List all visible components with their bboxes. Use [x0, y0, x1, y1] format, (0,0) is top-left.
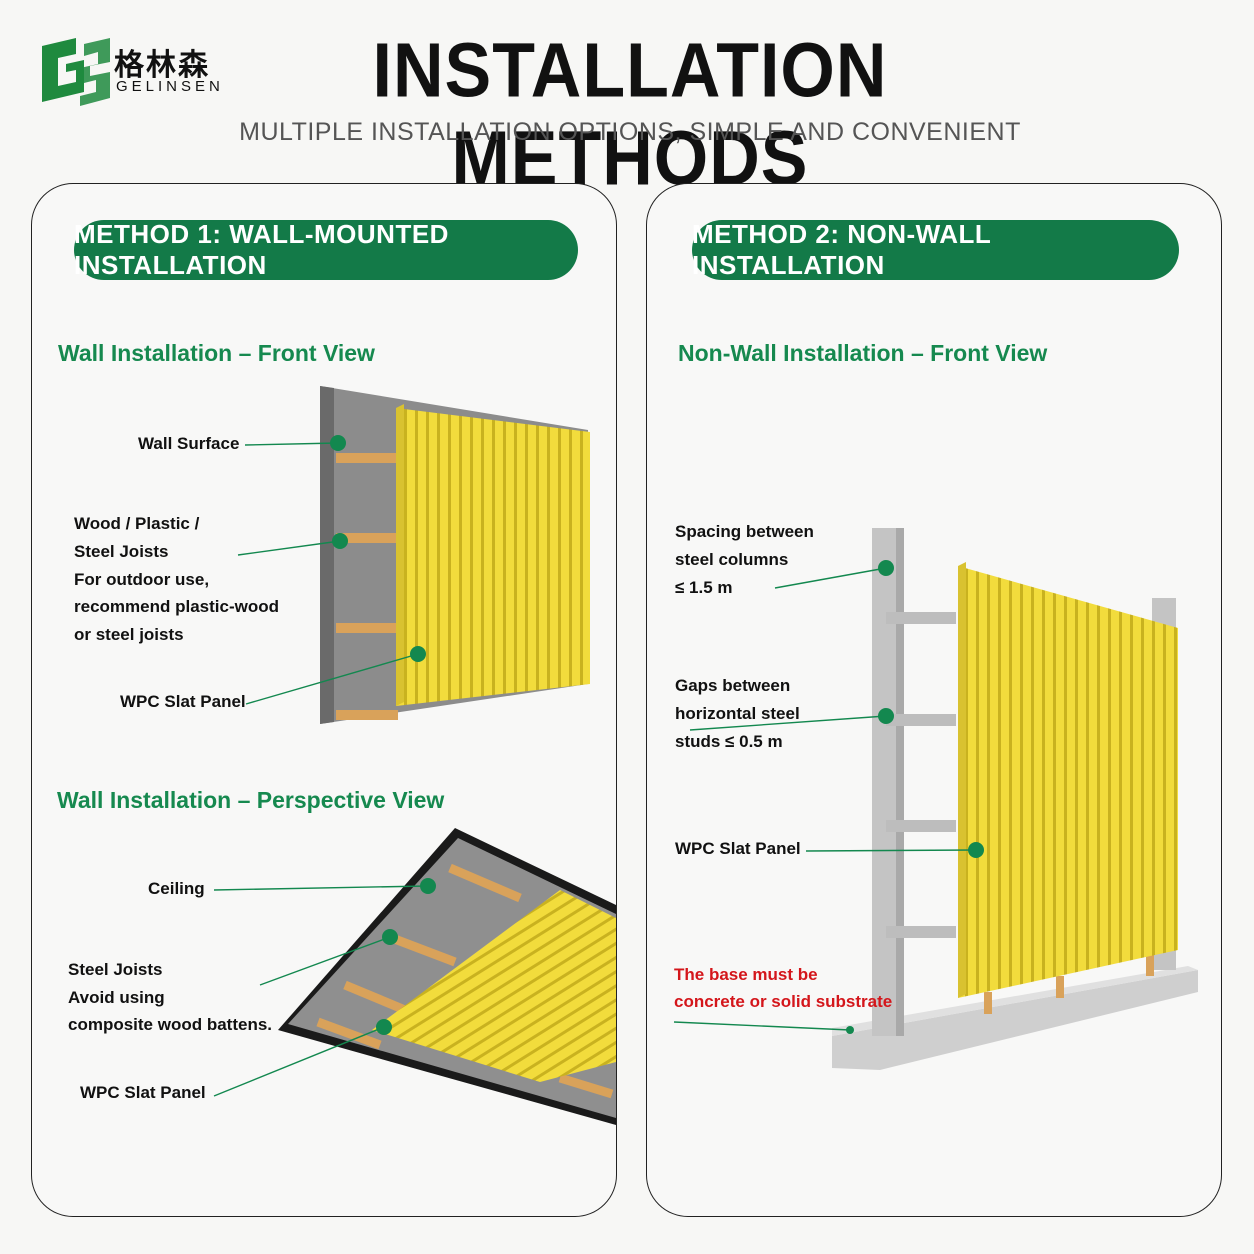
label-joists-line5: or steel joists: [74, 625, 184, 644]
callout-dot: [420, 878, 436, 894]
steel-joists: [316, 863, 614, 1099]
wall-perspective-illustration: [278, 828, 616, 1125]
label-spacing-line1: Spacing between: [675, 522, 814, 541]
callout-dot: [878, 560, 894, 576]
callout-dot: [846, 1026, 854, 1034]
callout-dot: [332, 533, 348, 549]
label-steel-joists-line3: composite wood battens.: [68, 1015, 273, 1034]
wall-front-illustration: [320, 386, 590, 724]
callout-dot: [878, 708, 894, 724]
brand-name-en: GELINSEN: [116, 78, 224, 95]
label-spacing-line2: steel columns: [675, 550, 789, 569]
nonwall-front-illustration: [832, 528, 1198, 1070]
label-wpc-panel-perspective: WPC Slat Panel: [80, 1083, 206, 1102]
label-joists-line4: recommend plastic-wood: [74, 597, 279, 616]
perspective-slat-panel: [372, 890, 616, 1082]
label-base-warning-line2: concrete or solid substrate: [674, 992, 893, 1011]
callout-dot: [382, 929, 398, 945]
callout-lines: [213, 442, 977, 1097]
method2-title-badge: METHOD 2: NON-WALL INSTALLATION: [692, 219, 1179, 280]
concrete-base: [832, 970, 1198, 1070]
panel-support-posts: [984, 954, 1154, 1014]
label-wpc-panel-nonwall: WPC Slat Panel: [675, 839, 801, 858]
method1-title-badge: METHOD 1: WALL-MOUNTED INSTALLATION: [74, 219, 578, 280]
gelinsen-logo: [42, 38, 110, 106]
label-gaps-line3: studs ≤ 0.5 m: [675, 732, 783, 751]
callout-dot: [410, 646, 426, 662]
nonwall-slat-panel: [958, 566, 1178, 998]
label-wall-surface: Wall Surface: [138, 434, 240, 453]
label-joists-line3: For outdoor use,: [74, 570, 210, 589]
callout-dot: [968, 842, 984, 858]
label-gaps-line2: horizontal steel: [675, 704, 800, 723]
label-joists-line2: Steel Joists: [74, 542, 169, 561]
label-spacing-line3: ≤ 1.5 m: [675, 578, 733, 597]
callout-dot: [376, 1019, 392, 1035]
label-steel-joists-line1: Steel Joists: [68, 960, 163, 979]
nonwall-front-view-heading: Non-Wall Installation – Front View: [678, 340, 1048, 366]
label-joists-line1: Wood / Plastic /: [74, 514, 200, 533]
brand-name-cn: 格林森: [114, 48, 210, 83]
wall-perspective-view-heading: Wall Installation – Perspective View: [57, 787, 445, 813]
page-subtitle: MULTIPLE INSTALLATION OPTIONS, SIMPLE AN…: [239, 118, 1021, 146]
wall-front-view-heading: Wall Installation – Front View: [58, 340, 375, 366]
wpc-slat-panel: [396, 408, 590, 706]
callout-dots: [330, 435, 984, 1035]
callout-dot: [330, 435, 346, 451]
horizontal-steel-studs: [886, 612, 956, 938]
label-base-warning-line1: The base must be: [674, 965, 818, 984]
label-wpc-panel-front: WPC Slat Panel: [120, 692, 246, 711]
wood-joists: [336, 453, 398, 720]
label-steel-joists-line2: Avoid using: [68, 988, 165, 1007]
label-ceiling: Ceiling: [148, 879, 205, 898]
label-gaps-line1: Gaps between: [675, 676, 791, 695]
gs-monogram-icon: [42, 38, 110, 106]
